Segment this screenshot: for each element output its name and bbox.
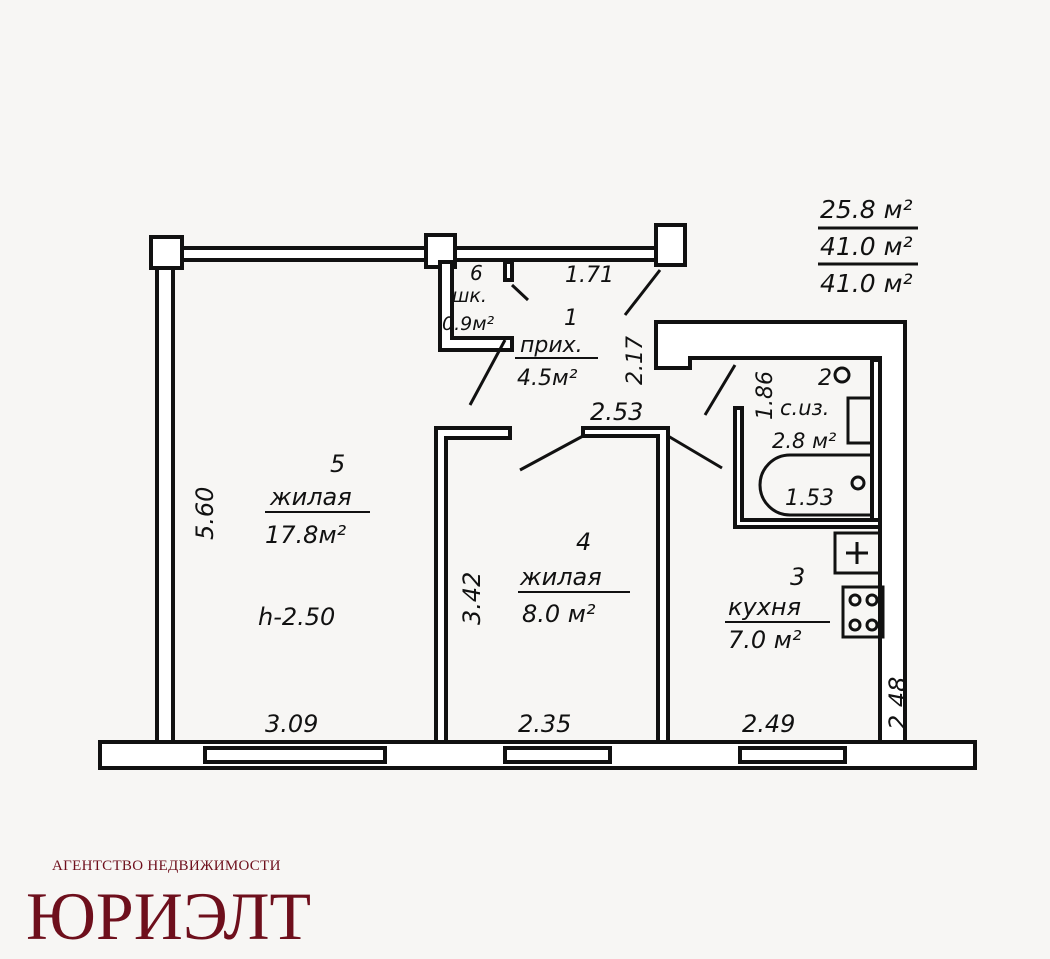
dim-2-49: 2.49 <box>742 710 795 738</box>
dim-2-17: 2.17 <box>623 336 648 385</box>
room-4-area: 8.0 м² <box>522 600 596 628</box>
agency-subtitle: АГЕНТСТВО НЕДВИЖИМОСТИ <box>52 858 281 874</box>
dim-2-53: 2.53 <box>590 398 643 426</box>
room-1-name: прих. <box>520 333 583 358</box>
ceiling-height: h-2.50 <box>258 603 335 631</box>
room-1-area: 4.5м² <box>517 366 578 391</box>
room-3-number: 3 <box>790 563 805 591</box>
dim-1-53: 1.53 <box>785 486 834 511</box>
room-6-number: 6 <box>470 261 483 285</box>
room-3-area: 7.0 м² <box>728 626 802 654</box>
stove-icon <box>841 585 885 639</box>
room-2-name: с.uз. <box>780 396 829 420</box>
room-6-name: шк. <box>452 285 487 307</box>
room-6-area: 0.9м² <box>442 313 495 335</box>
bathtub-icon <box>758 453 870 517</box>
room-5-name: жилая <box>269 483 352 511</box>
kitchen-sink-icon <box>833 531 882 575</box>
dim-2-48: 2.48 <box>884 677 912 730</box>
total-area: 41.0 м² <box>820 232 913 261</box>
sink-icon <box>846 396 874 445</box>
dim-1-71: 1.71 <box>565 263 614 288</box>
walls <box>98 223 977 770</box>
dim-3-42: 3.42 <box>458 572 486 625</box>
fixtures <box>468 269 885 639</box>
overall-area: 41.0 м² <box>820 269 913 298</box>
living-area-total: 25.8 м² <box>820 195 913 224</box>
room-4-number: 4 <box>576 528 591 556</box>
room-5-area: 17.8м² <box>265 521 347 549</box>
dim-5-60: 5.60 <box>191 487 219 540</box>
room-2-area: 2.8 м² <box>772 429 837 453</box>
room-1-number: 1 <box>564 306 578 331</box>
room-5-number: 5 <box>330 450 345 478</box>
dim-2-35: 2.35 <box>518 710 571 738</box>
dim-3-09: 3.09 <box>265 710 318 738</box>
toilet-icon <box>833 366 851 384</box>
dim-1-86: 1.86 <box>753 371 778 420</box>
room-2-number: 2 <box>818 366 832 391</box>
room-4-name: жилая <box>519 563 602 591</box>
agency-logo: ЮРИЭЛТ <box>26 878 312 954</box>
labels: 25.8 м² 41.0 м² 41.0 м² 6 шк. 0.9м² 1.71… <box>191 195 918 738</box>
room-3-name: кухня <box>728 593 801 621</box>
